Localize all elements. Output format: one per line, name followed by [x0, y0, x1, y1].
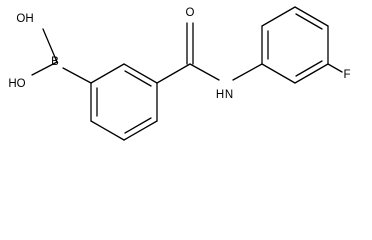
bond-b-ring	[62, 67, 92, 84]
bond-r2-3	[294, 6, 329, 27]
bond-r2-double-b	[295, 13, 323, 30]
bond-n-ring	[232, 63, 263, 81]
atom-label-amide-hydrogen: H	[216, 89, 224, 101]
atom-label-fluorine: F	[343, 69, 350, 81]
atom-labels: B OH HO O H N F	[8, 7, 350, 101]
atom-label-hydroxyl-top: OH	[16, 13, 33, 25]
bond-r1-4	[123, 120, 158, 141]
atom-label-boron: B	[51, 56, 59, 68]
bond-r1-2	[123, 63, 158, 84]
bond-b-oh-bottom	[31, 61, 58, 76]
chemical-structure-diagram: B OH HO O H N F	[8, 6, 351, 141]
bond-r2-6	[261, 63, 296, 84]
bond-b-oh-top	[42, 28, 58, 63]
bond-c-n	[189, 63, 220, 81]
bond-r2-5	[294, 63, 329, 84]
bond-ring-carbonyl	[156, 63, 191, 84]
bond-r1-double-b	[124, 70, 152, 87]
atom-label-amide-nitrogen: N	[225, 89, 233, 101]
bond-c-f	[327, 63, 343, 73]
bond-r1-double-c	[124, 117, 152, 134]
atom-label-carbonyl-oxygen: O	[186, 7, 195, 19]
atom-label-hydroxyl-bottom: HO	[8, 78, 25, 90]
bonds	[31, 6, 343, 141]
bond-r1-1	[90, 63, 125, 84]
bond-r1-5	[90, 120, 125, 141]
bond-r2-2	[261, 6, 296, 27]
bond-r2-double-c	[295, 60, 323, 77]
